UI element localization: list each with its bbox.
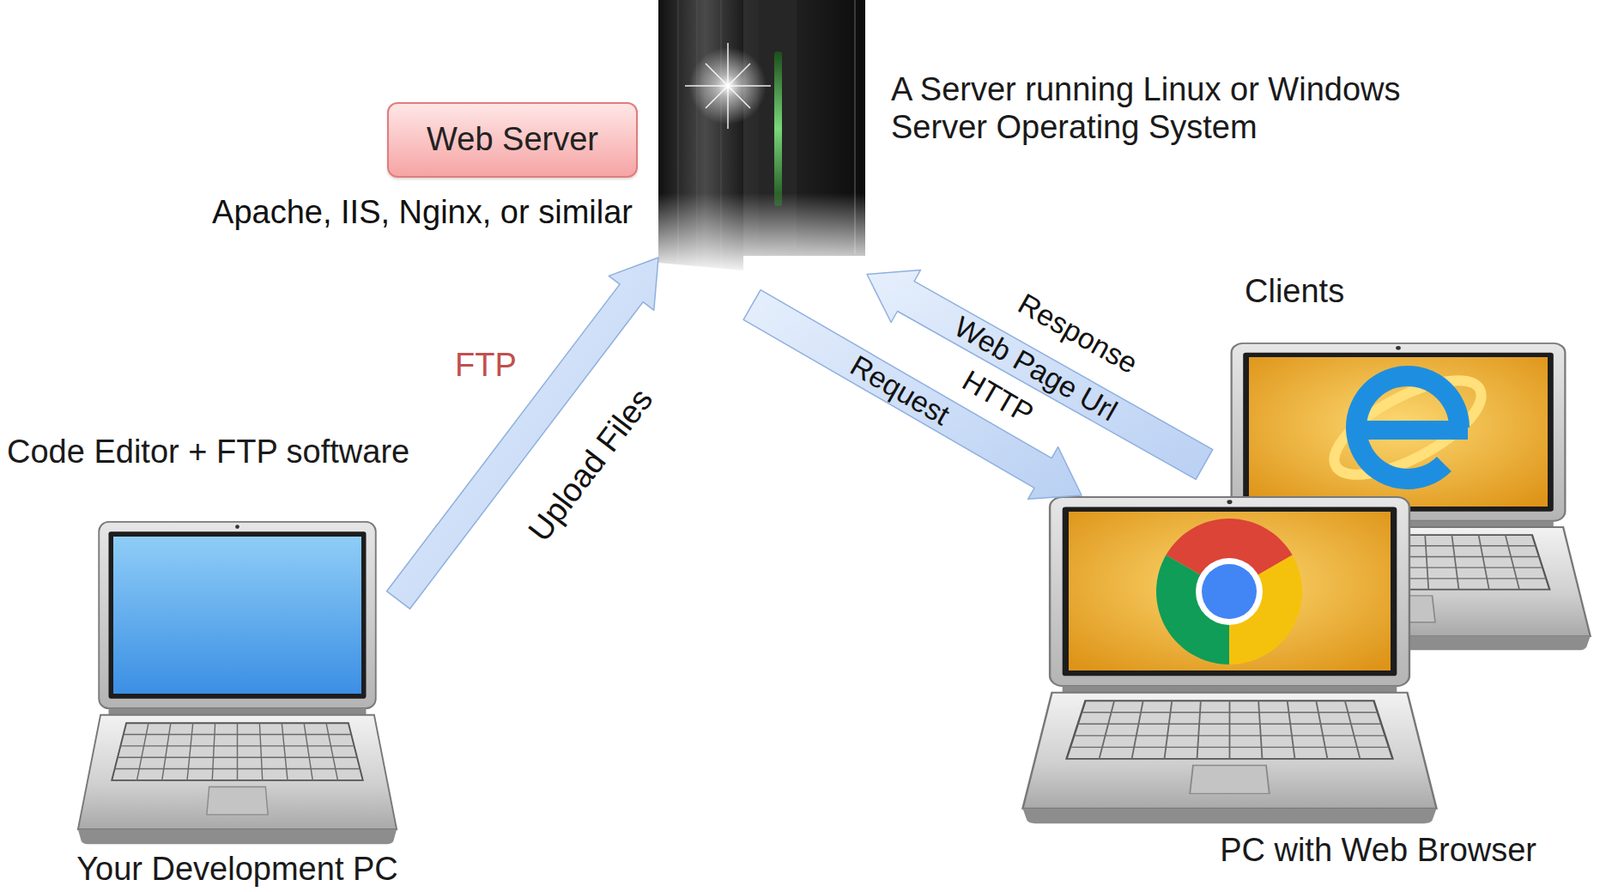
dev-laptop: Code Editor + FTP softwareYour Developme… [76, 520, 399, 848]
laptop-screen [1248, 357, 1548, 507]
dev-laptop-picture [78, 521, 397, 844]
browser-logo [1201, 563, 1257, 619]
server-label-box: Web Server [387, 102, 638, 178]
client-laptop: Clients [1204, 341, 1593, 654]
annotation-label: FTP [454, 346, 517, 385]
server-light [774, 51, 782, 207]
laptop-screen [113, 536, 362, 694]
arrow-label: Request [845, 350, 955, 431]
laptop-screen [1068, 511, 1391, 671]
server-fade [652, 193, 872, 275]
laptop-symbol [78, 521, 397, 844]
browser-logo [1195, 557, 1263, 625]
server-unit: A Server running Linux or Windows Server… [658, 0, 867, 305]
annotation-label: Apache, IIS, Nginx, or similar [212, 193, 633, 232]
browser-logo-orbit [1321, 362, 1495, 494]
node-text: PC with Web Browser [1219, 831, 1537, 870]
browser-laptop-picture [1022, 496, 1437, 824]
node-text: Code Editor + FTP software [6, 433, 410, 472]
server-flare [684, 42, 771, 129]
node-text: A Server running Linux or Windows Server… [890, 71, 1484, 146]
server-tower [652, 0, 872, 275]
browser-logo [1351, 420, 1468, 440]
node-text: Clients [1244, 272, 1345, 311]
node-text: Web Server [426, 121, 599, 159]
laptop-symbol [1022, 496, 1437, 824]
browser-laptop: PC with Web Browser [1020, 495, 1439, 827]
node-text: Your Development PC [76, 850, 399, 889]
block-arrow [866, 270, 1213, 480]
